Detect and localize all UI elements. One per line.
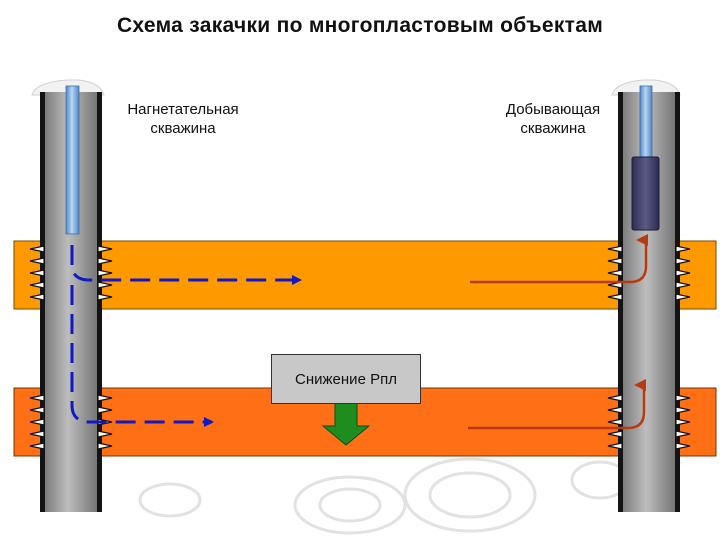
production-well-label-line2: скважина [520,120,586,137]
injection-flow-lower [70,285,214,427]
production-well-label: Добывающая скважина [478,100,628,138]
injection-well-label-line1: Нагнетательная [127,101,239,118]
production-flow-lower [468,379,646,430]
production-perforations [607,245,691,450]
injection-well-label-line2: скважина [150,120,216,137]
pressure-decrease-box: Снижение Рпл [271,354,421,404]
pump-icon [631,156,660,231]
production-flow-upper [470,234,648,284]
injection-tubing [65,85,80,235]
production-well [611,79,681,512]
background-ripples [138,457,630,535]
injection-well [31,79,105,512]
injection-flow [70,245,302,427]
diagram-title: Схема закачки по многопластовым объектам [116,14,604,37]
injection-well-label: Нагнетательная скважина [108,100,258,138]
production-tubing [639,85,653,163]
injection-flow-upper [70,245,302,285]
upper-reservoir-layer [13,240,717,310]
injection-perforations [29,245,113,450]
production-flow [468,234,648,430]
production-well-label-line1: Добывающая [505,101,601,118]
pressure-decrease-label: Снижение Рпл [295,370,397,388]
